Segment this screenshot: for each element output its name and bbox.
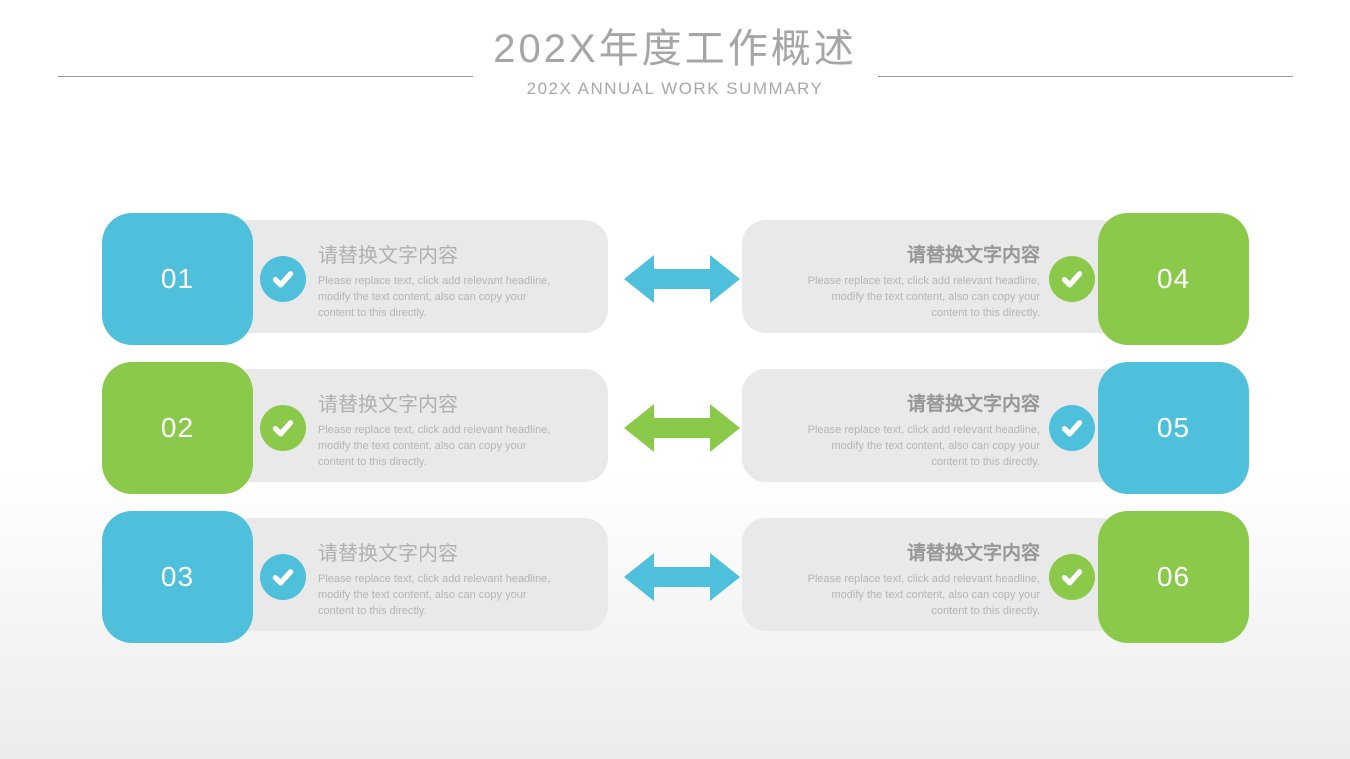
item-03-body: Please replace text, click add relevant … [318, 573, 551, 617]
double-arrow-icon-row3 [624, 553, 740, 601]
item-06-number-tile: 06 [1098, 511, 1249, 643]
item-01-body: Please replace text, click add relevant … [318, 275, 551, 319]
item-06-check-icon [1049, 554, 1095, 600]
item-06-body: Please replace text, click add relevant … [807, 573, 1040, 617]
title-divider-right [878, 76, 1293, 77]
item-02-heading: 请替换文字内容 [318, 394, 458, 416]
item-02-check-icon [260, 405, 306, 451]
item-03-number: 03 [160, 561, 195, 592]
item-03-text: 请替换文字内容 Please replace text, click add r… [318, 541, 563, 619]
title-divider-left [58, 76, 473, 77]
row-2: 02 请替换文字内容 Please replace text, click ad… [0, 362, 1350, 494]
double-arrow-icon-row2 [624, 404, 740, 452]
item-03-number-tile: 03 [102, 511, 253, 643]
item-01-number-tile: 01 [102, 213, 253, 345]
item-05-number-tile: 05 [1098, 362, 1249, 494]
page-subtitle: 202X ANNUAL WORK SUMMARY [526, 79, 824, 98]
item-04-number-tile: 04 [1098, 213, 1249, 345]
item-04-text: 请替换文字内容 Please replace text, click add r… [795, 243, 1040, 321]
item-05-text: 请替换文字内容 Please replace text, click add r… [795, 392, 1040, 470]
item-02-number: 02 [160, 412, 195, 443]
item-02-body: Please replace text, click add relevant … [318, 424, 551, 468]
item-02-number-tile: 02 [102, 362, 253, 494]
item-04-body: Please replace text, click add relevant … [807, 275, 1040, 319]
item-01-heading: 请替换文字内容 [318, 245, 458, 267]
item-04-heading: 请替换文字内容 [906, 245, 1040, 266]
item-05-check-icon [1049, 405, 1095, 451]
item-05-body: Please replace text, click add relevant … [807, 424, 1040, 468]
row-3: 03 请替换文字内容 Please replace text, click ad… [0, 511, 1350, 643]
item-06-text: 请替换文字内容 Please replace text, click add r… [795, 541, 1040, 619]
item-02-text: 请替换文字内容 Please replace text, click add r… [318, 392, 563, 470]
page-title: 202X年度工作概述 [493, 27, 857, 71]
item-05-number: 05 [1156, 412, 1191, 443]
double-arrow-icon-row1 [624, 255, 740, 303]
item-05-heading: 请替换文字内容 [906, 394, 1040, 415]
item-03-heading: 请替换文字内容 [318, 543, 458, 565]
row-1: 01 请替换文字内容 Please replace text, click ad… [0, 213, 1350, 345]
item-01-check-icon [260, 256, 306, 302]
item-04-check-icon [1049, 256, 1095, 302]
item-01-text: 请替换文字内容 Please replace text, click add r… [318, 243, 563, 321]
item-06-number: 06 [1156, 561, 1191, 592]
item-04-number: 04 [1156, 263, 1191, 294]
item-01-number: 01 [160, 263, 195, 294]
item-06-heading: 请替换文字内容 [906, 543, 1040, 564]
item-03-check-icon [260, 554, 306, 600]
